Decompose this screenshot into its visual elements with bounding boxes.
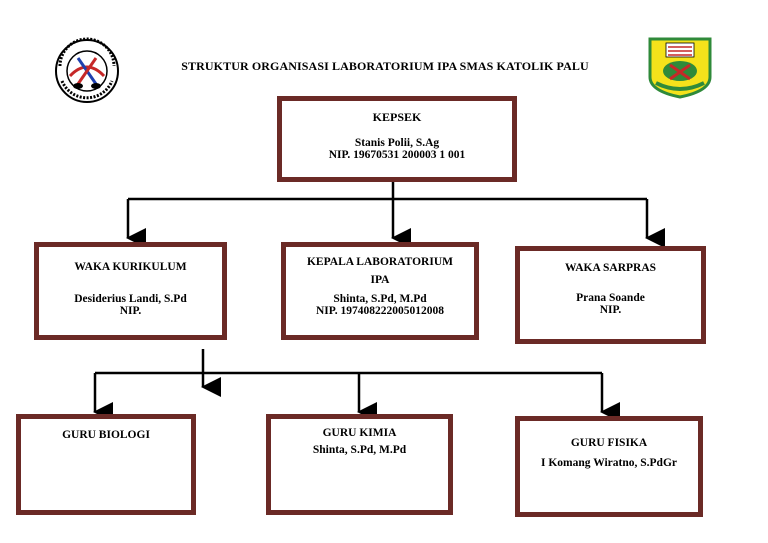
node-waka-sarpras-nip: NIP.	[599, 304, 622, 316]
node-kepsek-name: Stanis Polii, S.Ag	[354, 137, 440, 149]
node-kepala-laboratorium: KEPALA LABORATORIUM IPA Shinta, S.Pd, M.…	[281, 242, 479, 340]
yayasan-seal-icon	[55, 37, 119, 103]
node-guru-fisika-role: GURU FISIKA	[570, 437, 648, 449]
node-kepsek-nip: NIP. 19670531 200003 1 001	[328, 149, 466, 161]
node-guru-fisika: GURU FISIKA I Komang Wiratno, S.PdGr	[515, 416, 703, 517]
node-kepala-lab-name: Shinta, S.Pd, M.Pd	[333, 293, 427, 305]
chart-title: STRUKTUR ORGANISASI LABORATORIUM IPA SMA…	[181, 59, 589, 73]
node-waka-sarpras: WAKA SARPRAS Prana Soande NIP.	[515, 246, 706, 344]
node-waka-kurikulum: WAKA KURIKULUM Desiderius Landi, S.Pd NI…	[34, 242, 227, 340]
node-kepala-lab-nip: NIP. 197408222005012008	[316, 305, 444, 317]
node-kepsek-role: KEPSEK	[372, 110, 422, 124]
node-guru-biologi-role: GURU BIOLOGI	[62, 429, 150, 441]
school-shield-icon	[648, 37, 712, 99]
node-kepsek: KEPSEK Stanis Polii, S.Ag NIP. 19670531 …	[277, 96, 517, 182]
node-waka-sarpras-name: Prana Soande	[576, 292, 645, 304]
node-waka-kurikulum-role: WAKA KURIKULUM	[74, 261, 187, 273]
node-guru-fisika-name: I Komang Wiratno, S.PdGr	[541, 457, 677, 469]
node-waka-sarpras-role: WAKA SARPRAS	[564, 262, 657, 274]
node-guru-kimia-role: GURU KIMIA	[322, 427, 397, 439]
node-kepala-lab-role: KEPALA LABORATORIUM	[306, 256, 453, 268]
node-guru-biologi: GURU BIOLOGI	[16, 414, 196, 515]
node-kepala-lab-role-ipa: IPA	[370, 274, 390, 286]
node-waka-kurikulum-name: Desiderius Landi, S.Pd	[74, 293, 187, 305]
node-guru-kimia: GURU KIMIA Shinta, S.Pd, M.Pd	[266, 414, 453, 515]
node-waka-kurikulum-nip: NIP.	[119, 305, 142, 317]
node-guru-kimia-name: Shinta, S.Pd, M.Pd	[312, 444, 407, 456]
